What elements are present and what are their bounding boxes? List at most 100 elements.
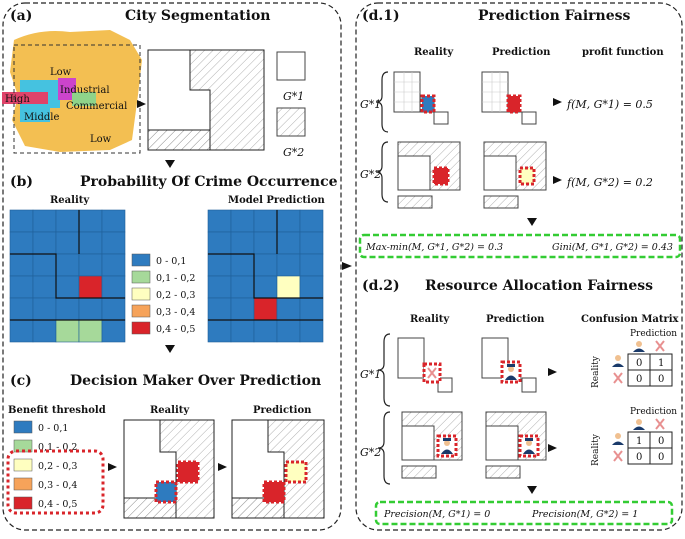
heatmap-cell bbox=[78, 297, 103, 321]
panel-a-title: City Segmentation bbox=[125, 8, 270, 24]
heatmap-cell bbox=[101, 209, 126, 233]
arrow-icon bbox=[137, 100, 146, 108]
cm-header: Prediction bbox=[630, 407, 677, 417]
legend-range: 0,3 - 0,4 bbox=[156, 307, 195, 318]
panel-a-tag: (a) bbox=[10, 8, 32, 24]
legend-swatch bbox=[131, 253, 151, 267]
heatmap-cell bbox=[101, 231, 126, 255]
brace bbox=[375, 71, 389, 133]
panel-c-title: Decision Maker Over Prediction bbox=[70, 373, 321, 389]
panel-d1-title: Prediction Fairness bbox=[478, 8, 631, 24]
heatmap-cell bbox=[78, 319, 103, 343]
heatmap-cell bbox=[230, 275, 255, 299]
heatmap-cell bbox=[32, 231, 57, 255]
panel-d2-tag: (d.2) bbox=[362, 278, 400, 294]
d2-prec2: Precision(M, G*2) = 1 bbox=[531, 509, 638, 520]
cm-side: Reality bbox=[591, 433, 601, 466]
region-industrial: Industrial bbox=[60, 85, 110, 96]
arrow-icon bbox=[548, 368, 557, 376]
cm-cell: 1 bbox=[636, 436, 642, 447]
cm-cell: 0 bbox=[636, 358, 642, 369]
police-officer-icon bbox=[633, 419, 645, 430]
d1-maxmin: Max-min(M, G*1, G*2) = 0.3 bbox=[365, 242, 503, 253]
right-panel-border bbox=[355, 2, 683, 531]
legend-range: 0,1 - 0,2 bbox=[38, 442, 77, 453]
heatmap-cell bbox=[230, 319, 255, 343]
heatmap-cell bbox=[299, 253, 324, 277]
legend-swatch bbox=[13, 496, 33, 510]
heatmap-cell bbox=[299, 209, 324, 233]
heatmap-cell bbox=[253, 319, 278, 343]
legend-range: 0,3 - 0,4 bbox=[38, 480, 77, 491]
decision-prediction-map bbox=[231, 419, 325, 519]
police-officer-icon bbox=[612, 433, 624, 445]
d2-col-prediction: Prediction bbox=[486, 314, 545, 325]
panel-b-right-label: Model Prediction bbox=[228, 195, 325, 206]
police-officer-icon bbox=[633, 341, 645, 352]
d1-col-prediction: Prediction bbox=[492, 47, 551, 58]
arrow-icon bbox=[108, 463, 117, 471]
heatmap-cell bbox=[55, 319, 80, 343]
d2-g1-prediction bbox=[481, 337, 537, 393]
region-high: High bbox=[5, 94, 30, 105]
cross-icon bbox=[613, 450, 623, 462]
arrow-down-icon bbox=[165, 345, 175, 353]
heatmap-cell bbox=[78, 275, 103, 299]
panel-c-mid-label: Reality bbox=[150, 405, 190, 416]
d2-prec1: Precision(M, G*1) = 0 bbox=[383, 509, 490, 520]
police-officer-icon bbox=[523, 438, 535, 454]
heatmap-cell bbox=[299, 319, 324, 343]
arrow-icon bbox=[342, 262, 352, 270]
heatmap-cell bbox=[32, 319, 57, 343]
group-legend: G*1 G*2 bbox=[276, 51, 306, 159]
prediction-heatmap bbox=[207, 209, 324, 343]
decision-reality-map bbox=[123, 419, 215, 519]
cm-cell: 0 bbox=[658, 374, 664, 385]
d2-col-reality: Reality bbox=[410, 314, 450, 325]
heatmap-cell bbox=[32, 275, 57, 299]
region-middle: Middle bbox=[24, 112, 59, 123]
legend-range: 0 - 0,1 bbox=[156, 256, 186, 267]
legend-swatch bbox=[131, 270, 151, 284]
cross-icon bbox=[655, 340, 665, 352]
threshold-highlight bbox=[6, 449, 105, 515]
police-officer-icon bbox=[612, 355, 624, 367]
police-officer-icon bbox=[505, 364, 517, 380]
heatmap-cell bbox=[230, 209, 255, 233]
cm-side: Reality bbox=[591, 355, 601, 388]
d2-g2-reality bbox=[401, 411, 463, 479]
d2-g2-label: G*2 bbox=[360, 446, 381, 459]
cm-cell: 0 bbox=[658, 436, 664, 447]
heatmap-cell bbox=[276, 319, 301, 343]
cross-icon bbox=[655, 418, 665, 430]
probability-legend: 0 - 0,10,1 - 0,20,2 - 0,30,3 - 0,40,4 - … bbox=[131, 253, 195, 335]
d1-gini: Gini(M, G*1, G*2) = 0.43 bbox=[552, 242, 673, 253]
brace bbox=[375, 141, 389, 203]
threshold-legend: 0 - 0,10,1 - 0,20,2 - 0,30,3 - 0,40,4 - … bbox=[13, 420, 77, 510]
heatmap-cell bbox=[55, 275, 80, 299]
d1-g1-reality bbox=[393, 71, 449, 125]
heatmap-cell bbox=[253, 297, 278, 321]
left-panel-border bbox=[2, 2, 342, 531]
heatmap-cell bbox=[276, 275, 301, 299]
legend-swatch bbox=[131, 287, 151, 301]
d1-g1-label: G*1 bbox=[360, 98, 381, 111]
reality-heatmap bbox=[9, 209, 126, 343]
heatmap-cell bbox=[230, 231, 255, 255]
heatmap-cell bbox=[9, 209, 34, 233]
panel-c-tag: (c) bbox=[10, 373, 32, 389]
heatmap-cell bbox=[9, 253, 34, 277]
heatmap-cell bbox=[55, 231, 80, 255]
d2-g1-label: G*1 bbox=[360, 368, 381, 381]
d1-col-reality: Reality bbox=[414, 47, 454, 58]
legend-range: 0,2 - 0,3 bbox=[156, 290, 195, 301]
city-map: Low Industrial Commercial High Middle Lo… bbox=[2, 30, 142, 154]
heatmap-cell bbox=[230, 253, 255, 277]
panel-d1-tag: (d.1) bbox=[362, 8, 400, 24]
heatmap-cell bbox=[299, 297, 324, 321]
heatmap-cell bbox=[101, 275, 126, 299]
arrow-down-icon bbox=[165, 160, 175, 168]
